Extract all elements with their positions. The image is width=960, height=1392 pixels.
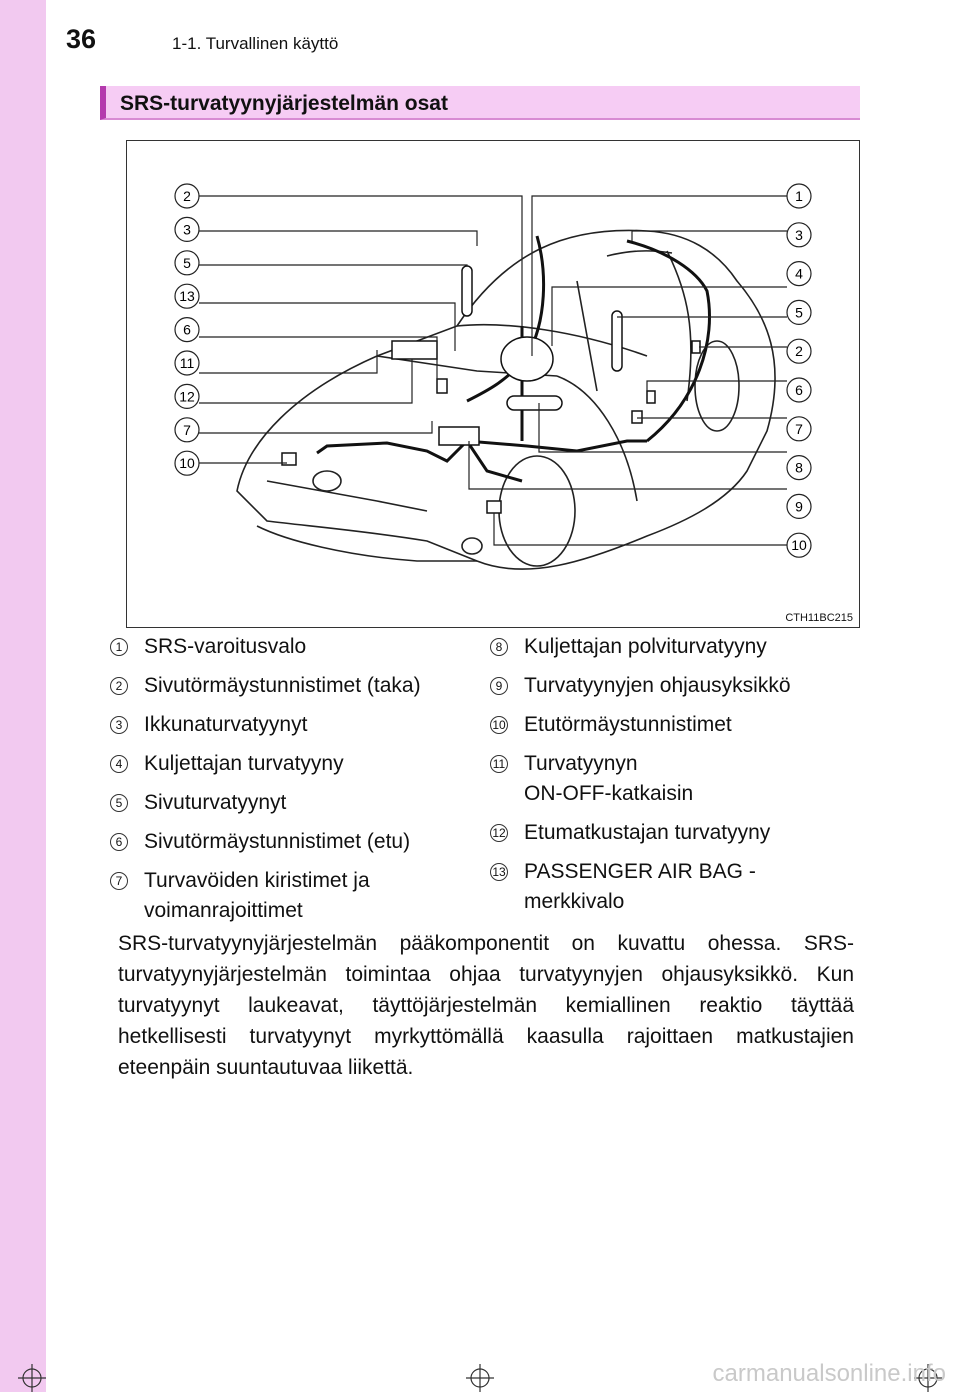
figure-code: CTH11BC215 [785,612,853,624]
callout-number: 10 [179,455,195,471]
callout-number: 2 [183,188,191,204]
watermark: carmanualsonline.info [713,1360,946,1388]
section-heading: SRS-turvatyynyjärjestelmän osat [100,86,860,120]
callout-number: 7 [183,422,191,438]
legend-number: 1 [110,638,128,656]
legend-item: 9 Turvatyynyjen ohjausyksikkö [490,671,860,701]
callout-number: 11 [180,355,195,371]
callout-number: 12 [179,388,195,404]
callout-number: 6 [183,322,191,338]
callout-number: 3 [795,227,803,243]
legend-text: Ikkunaturvatyynyt [144,710,480,740]
legend-number: 5 [110,794,128,812]
legend-text: Turvavöiden kiristimet ja voimanrajoitti… [144,866,480,926]
callouts-right: 1 3 4 5 2 6 7 8 9 10 [787,184,811,557]
callout-number: 6 [795,382,803,398]
crop-mark-icon [466,1364,494,1392]
legend-item: 2 Sivutörmäystunnistimet (taka) [110,671,480,701]
section-title: SRS-turvatyynyjärjestelmän osat [120,92,448,116]
legend-item: 13 PASSENGER AIR BAG - merkkivalo [490,857,860,917]
callout-number: 4 [795,266,803,282]
callout-number: 8 [795,460,803,476]
chapter-title: 1-1. Turvallinen käyttö [172,34,338,54]
legend-number: 4 [110,755,128,773]
legend-text: SRS-varoitusvalo [144,632,480,662]
legend-number: 3 [110,716,128,734]
page-number: 36 [66,24,96,55]
callout-number: 3 [183,221,191,237]
legend-item: 10 Etutörmäystunnistimet [490,710,860,740]
legend-text: Kuljettajan turvatyyny [144,749,480,779]
legend-item: 12 Etumatkustajan turvatyyny [490,818,860,848]
crop-mark-icon [18,1364,46,1392]
callouts-left: 2 3 5 13 6 11 12 7 10 [175,184,199,475]
legend-item: 8 Kuljettajan polviturvatyyny [490,632,860,662]
callout-number: 1 [795,188,803,204]
legend-item: 1 SRS-varoitusvalo [110,632,480,662]
legend-number: 2 [110,677,128,695]
legend-item: 5 Sivuturvatyynyt [110,788,480,818]
legend-item: 6 Sivutörmäystunnistimet (etu) [110,827,480,857]
legend-item: 11 Turvatyynyn ON-OFF-katkaisin [490,749,860,809]
legend-right: 8 Kuljettajan polviturvatyyny 9 Turvatyynyj… [490,632,860,926]
legend-number: 13 [490,863,508,881]
legend-text: PASSENGER AIR BAG - merkkivalo [524,857,860,917]
callout-number: 13 [179,288,195,304]
legend-text: Turvatyynyn ON-OFF-katkaisin [524,749,860,809]
legend-number: 12 [490,824,508,842]
legend-number: 10 [490,716,508,734]
callout-number: 7 [795,421,803,437]
legend-text: Etutörmäystunnistimet [524,710,860,740]
body-paragraph: SRS-turvatyynyjärjestelmän pääkomponenti… [118,928,854,1083]
legend-text: Sivutörmäystunnistimet (etu) [144,827,480,857]
legend-text: Etumatkustajan turvatyyny [524,818,860,848]
legend-item: 7 Turvavöiden kiristimet ja voimanrajoitt… [110,866,480,926]
legend-text: Sivutörmäystunnistimet (taka) [144,671,480,701]
callout-number: 10 [791,537,807,553]
legend-number: 7 [110,872,128,890]
side-color-band [0,0,46,1392]
callout-number: 5 [183,255,191,271]
callout-number: 5 [795,304,803,320]
legend-item: 4 Kuljettajan turvatyyny [110,749,480,779]
legend-item: 3 Ikkunaturvatyynyt [110,710,480,740]
callout-number: 9 [795,498,803,514]
legend-number: 9 [490,677,508,695]
legend-text: Kuljettajan polviturvatyyny [524,632,860,662]
legend-text: Turvatyynyjen ohjausyksikkö [524,671,860,701]
legend-number: 8 [490,638,508,656]
callout-number: 2 [795,343,803,359]
legend-number: 6 [110,833,128,851]
legend-text: Sivuturvatyynyt [144,788,480,818]
legend-number: 11 [490,755,508,773]
